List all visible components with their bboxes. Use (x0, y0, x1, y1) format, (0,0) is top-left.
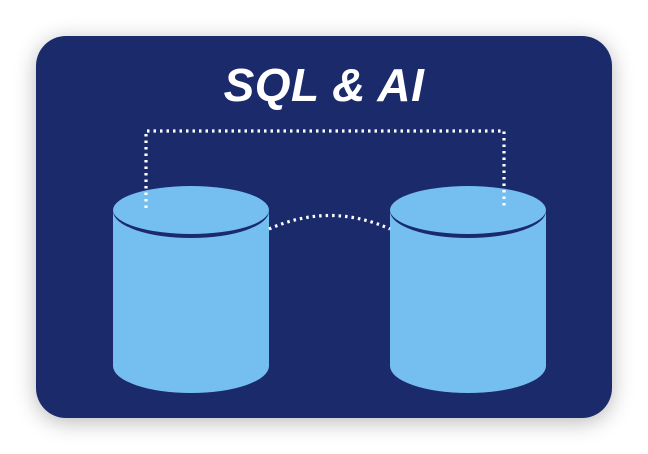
database-icon (113, 184, 269, 393)
card-title: SQL & AI (223, 59, 425, 111)
sql-ai-card: SQL & AI (36, 36, 612, 418)
database-icon (390, 184, 546, 393)
database-connection-diagram (113, 129, 546, 393)
middle-dotted-connector (268, 213, 391, 231)
top-dotted-connector (144, 129, 506, 208)
